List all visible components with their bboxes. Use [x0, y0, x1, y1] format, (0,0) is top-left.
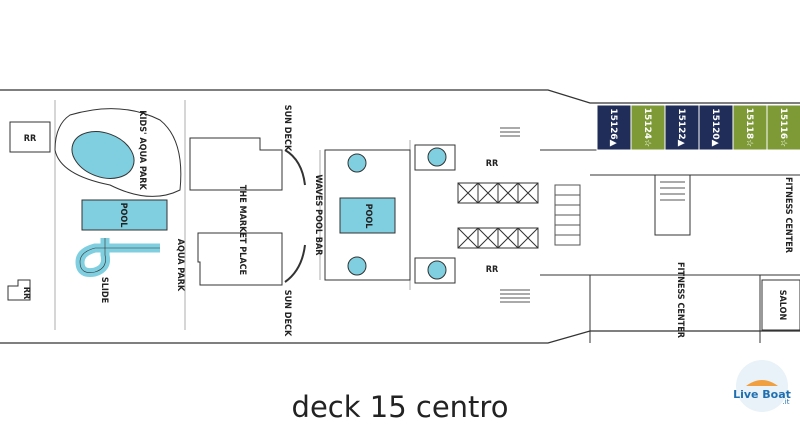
sun-deck-top-label: SUN DECK [282, 105, 292, 152]
hot-tub-1 [347, 153, 367, 173]
rr-left-top-room [9, 121, 51, 153]
cabin-label: 15122▲ [676, 108, 686, 146]
market-place-lower-block [197, 232, 283, 286]
stairs-left-bottom [7, 279, 31, 301]
water-slide-outline [79, 238, 160, 273]
hot-tub-4 [427, 260, 447, 280]
market-place-label: THE MARKET PLACE [237, 185, 247, 275]
fitness-center-bottom-label: FITNESS CENTER [675, 262, 685, 339]
waves-pool-bar-label: WAVES POOL BAR [313, 175, 323, 257]
kids-pool [71, 131, 135, 179]
fitness-center-top-label: FITNESS CENTER [783, 177, 793, 254]
cabin-15124 [630, 104, 666, 151]
elevator-bank-bottom [457, 227, 539, 249]
cabin-15116 [766, 104, 800, 151]
stairs-right [660, 181, 685, 201]
cabin-15122 [664, 104, 700, 151]
cabin-label: 15126▲ [608, 108, 618, 146]
logo-sail-icon [746, 380, 778, 386]
elevator-bank-top [457, 182, 539, 204]
bar-counter-bottom [284, 244, 306, 283]
cabin-15120 [698, 104, 734, 151]
cabin-15118 [732, 104, 768, 151]
deck-caption: deck 15 centro [291, 390, 509, 424]
hull-outline [0, 89, 800, 344]
pool-left [81, 199, 168, 231]
rr-mid-bottom-label: RR [486, 265, 499, 275]
hot-tub-2 [347, 256, 367, 276]
bar-counter-top [284, 149, 306, 186]
pool-center-label: POOL [363, 204, 373, 229]
salon-label: SALON [777, 290, 787, 321]
rr-left-top-label: RR [24, 134, 37, 144]
stairwell-center [554, 184, 581, 246]
deck-plan: RR RR KIDS' AQUA PARK POOL SLIDE AQUA PA… [0, 89, 800, 344]
logo-suffix: .it [783, 398, 790, 406]
salon-room [761, 279, 800, 331]
logo-text: Live Boat [733, 388, 791, 401]
aqua-park-label: AQUA PARK [175, 239, 185, 292]
cabin-label: 15118☆ [744, 108, 754, 147]
water-slide [75, 238, 160, 277]
pool-left-label: POOL [118, 203, 128, 228]
cabin-label: 15120▲ [710, 108, 720, 146]
fitness-bottom-wall [590, 274, 761, 343]
liveboat-logo: Live Boat .it [726, 356, 798, 416]
slide-label: SLIDE [99, 277, 109, 303]
cabin-row: 15126▲ 15124☆ 15122▲ 15120▲ 15118☆ 15116☆ [596, 104, 800, 151]
corridor [540, 149, 800, 343]
hot-tub-3 [427, 147, 447, 167]
stairs-bottom [500, 127, 530, 303]
cabin-15126 [596, 104, 632, 151]
kids-aqua-park-label: KIDS' AQUA PARK [137, 110, 147, 190]
rr-left-bottom-label: RR [21, 287, 31, 300]
fitness-area-top [654, 175, 691, 236]
sun-deck-bottom-label: SUN DECK [282, 290, 292, 337]
inner-wall [54, 100, 411, 330]
rr-mid-top-label: RR [486, 159, 499, 169]
cabin-label: 15124☆ [642, 108, 652, 147]
market-place-upper-block [189, 137, 283, 191]
pool-center [339, 197, 396, 234]
cabin-label: 15116☆ [778, 108, 788, 147]
